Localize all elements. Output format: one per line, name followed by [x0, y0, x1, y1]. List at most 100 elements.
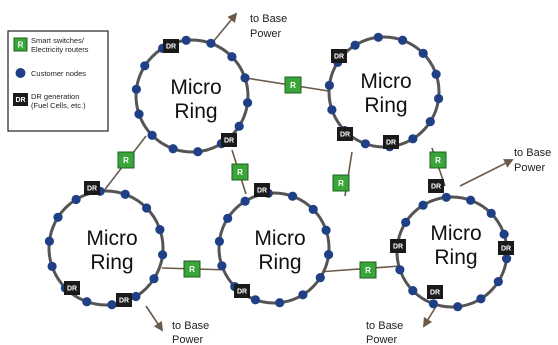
dr-box-body [64, 281, 80, 295]
ring-label-5-line2: Ring [434, 246, 477, 269]
customer-node [134, 109, 144, 119]
customer-node [327, 105, 337, 115]
customer-node [350, 40, 360, 50]
dr-generation-box: DR [390, 239, 406, 253]
customer-nodes [44, 32, 512, 312]
switch-box-label: R [189, 265, 195, 274]
customer-node [401, 217, 411, 227]
customer-node [107, 300, 117, 310]
legend-customer-label: Customer nodes [31, 69, 86, 78]
dr-generation-box: DR [383, 135, 399, 149]
switch-box-body [231, 163, 249, 181]
customer-node [431, 69, 441, 79]
customer-node [149, 274, 159, 284]
switch-box-body [284, 76, 302, 94]
customer-node [425, 117, 435, 127]
dr-box-label: DR [166, 44, 176, 51]
switch-box-label: R [365, 266, 371, 275]
legend-customer-node [15, 68, 26, 78]
customer-node [275, 298, 285, 308]
customer-node [140, 61, 150, 71]
dr-generation-box: DR [163, 39, 179, 53]
customer-node [434, 94, 444, 104]
dr-generation-box: DR [64, 281, 80, 295]
legend-switch-line2: Electricity routers [31, 45, 89, 54]
dr-box-label: DR [87, 186, 97, 193]
smart-switch-box: R [429, 151, 447, 169]
legend-switch-swatch-label: R [18, 41, 24, 50]
rings [47, 35, 509, 309]
ring-label-4-line1: Micro [254, 227, 305, 250]
switch-box-label: R [123, 156, 129, 165]
switch-box-label: R [237, 168, 243, 177]
customer-node [131, 291, 141, 302]
dr-box-label: DR [119, 298, 129, 305]
dr-box-body [383, 135, 399, 149]
dr-generation-box: DR [331, 49, 347, 63]
legend-switch-swatch [13, 37, 28, 52]
switch-box-body [429, 151, 447, 169]
ring-label-3-line2: Ring [90, 251, 133, 274]
smart-switch-box: R [117, 151, 135, 169]
smart-switch-box: R [284, 76, 302, 94]
customer-node [408, 286, 418, 296]
customer-node [373, 32, 383, 42]
dr-box-body [116, 293, 132, 307]
customer-node [181, 35, 191, 45]
ring-label-2-line2: Ring [364, 94, 407, 117]
customer-node [486, 208, 496, 218]
customer-node [234, 121, 244, 131]
legend-dr-swatch-label: DR [15, 97, 25, 104]
legend-switch-line1: Smart switches/ [31, 36, 85, 45]
ring-label-4-line2: Ring [258, 251, 301, 274]
customer-node [324, 80, 334, 90]
customer-node [418, 48, 428, 59]
customer-node [250, 295, 260, 305]
dr-generation-box: DR [428, 179, 444, 193]
dr-box-body [84, 181, 100, 195]
dr-generation-box: DR [498, 241, 514, 255]
customer-node [493, 277, 503, 287]
ring-labels: Micro Ring Micro Ring Micro Ring Micro R… [86, 70, 481, 274]
dr-box-label: DR [340, 132, 350, 139]
legend-dr-swatch [13, 93, 28, 106]
dr-box-body [163, 39, 179, 53]
dr-box-label: DR [257, 188, 267, 195]
customer-node [360, 139, 370, 149]
dr-generation-box: DR [116, 293, 132, 307]
customer-node [120, 189, 130, 199]
customer-node [158, 250, 168, 260]
smart-switch-box: R [332, 174, 350, 192]
customer-node [214, 236, 224, 246]
switch-box-body [183, 260, 201, 278]
dr-box-label: DR [334, 54, 344, 61]
customer-node [398, 35, 408, 45]
dr-box-body [234, 284, 250, 298]
dr-box-label: DR [237, 289, 247, 296]
legend: R Smart switches/ Electricity routers Cu… [7, 30, 109, 132]
micro-ring-top-left [134, 38, 250, 154]
dr-box-body [337, 127, 353, 141]
legend-dr-line1: DR generation [31, 92, 79, 101]
customer-node [308, 204, 318, 214]
dr-generation-box: DR [337, 127, 353, 141]
customer-node [288, 191, 298, 201]
customer-node [315, 273, 325, 283]
dr-generation-box: DR [234, 284, 250, 298]
customer-node [47, 261, 57, 271]
customer-node [227, 52, 237, 62]
customer-node [321, 225, 331, 235]
dr-box-body [254, 183, 270, 197]
base-power-right-line2: Power [514, 162, 546, 174]
ring-label-1-line2: Ring [174, 100, 217, 123]
customer-node [193, 147, 203, 157]
customer-node [155, 225, 165, 235]
dr-box-label: DR [430, 290, 440, 297]
dr-box-body [221, 133, 237, 147]
customer-node [476, 294, 486, 304]
base-power-bottom-left-line2: Power [172, 334, 204, 345]
dr-box-body [390, 239, 406, 253]
customer-node [53, 212, 63, 222]
dr-generation-box: DR [427, 285, 443, 299]
